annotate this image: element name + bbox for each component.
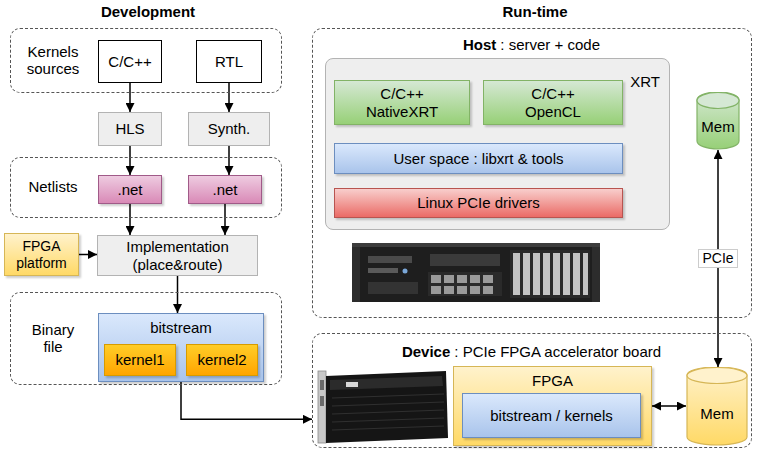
api-box: C/C++ NativeXRT xyxy=(334,80,470,125)
text-holder: Device: PCIe FPGA accelerator board xyxy=(313,341,750,363)
layer-box: Linux PCIe drivers xyxy=(334,188,623,218)
arrow-connector xyxy=(228,83,230,112)
text-holder: kernel2 xyxy=(187,345,257,375)
arrow-connector xyxy=(79,254,97,256)
node-text: bitstream / kernels xyxy=(490,407,613,424)
text-holder: FPGA xyxy=(454,370,651,392)
node-text: Mem xyxy=(701,118,734,135)
node-text: FPGA xyxy=(532,372,573,389)
node-text: kernel1 xyxy=(115,351,164,368)
text-holder: .net xyxy=(189,176,261,203)
node-text: Kernels sources xyxy=(22,43,84,78)
node-text: kernel2 xyxy=(197,351,246,368)
group-frame: Kernels sources C/C++ RTL xyxy=(10,28,282,93)
platform-box: FPGA platform xyxy=(4,233,79,276)
memory-cylinder: Mem xyxy=(696,92,740,150)
kernel-box: kernel2 xyxy=(186,344,258,376)
node-text: Mem xyxy=(700,405,733,422)
arrow-connector xyxy=(129,83,131,112)
text-holder: Implementation (place&route) xyxy=(98,236,257,275)
section-heading: Run-time xyxy=(465,3,605,20)
arrow-connector xyxy=(129,204,131,235)
bitstream-box: bitstream kernel1 kernel2 xyxy=(98,313,264,382)
process-box: Implementation (place&route) xyxy=(97,235,258,276)
tool-box: HLS xyxy=(98,112,162,146)
text-holder: Synth. xyxy=(189,113,269,145)
xrt-panel: XRT C/C++ NativeXRT C/C++ OpenCL User space… xyxy=(325,58,670,230)
source-box: C/C++ xyxy=(98,40,162,83)
text-holder: C/C++ OpenCL xyxy=(484,81,622,124)
arrow-connector xyxy=(181,382,312,419)
kernel-box: kernel1 xyxy=(104,344,176,376)
arrow-connector xyxy=(228,146,230,175)
node-text: .net xyxy=(117,181,142,198)
text-holder: Mem xyxy=(696,104,740,150)
fpga-box: FPGA bitstream / kernels xyxy=(453,366,652,446)
node-text: : PCIe FPGA accelerator board xyxy=(454,343,661,360)
tool-box: Synth. xyxy=(188,112,270,146)
text-holder: kernel1 xyxy=(105,345,175,375)
node-text: Linux PCIe drivers xyxy=(417,194,540,211)
text-holder: Kernels sources xyxy=(15,29,91,91)
text-holder: Linux PCIe drivers xyxy=(335,189,622,217)
text-holder: FPGA platform xyxy=(5,234,78,275)
netlist-box: .net xyxy=(98,175,162,204)
text-holder: Mem xyxy=(686,381,748,446)
node-text: Binary file xyxy=(26,321,81,356)
node-text: FPGA platform xyxy=(5,238,78,270)
text-holder: RTL xyxy=(197,41,261,82)
arrow-connector xyxy=(177,276,179,313)
node-text: C/C++ OpenCL xyxy=(503,85,603,120)
text-holder: bitstream / kernels xyxy=(463,394,640,437)
edge-label: PCIe xyxy=(698,249,737,268)
node-text: XRT xyxy=(630,73,660,90)
bitstream-box: bitstream / kernels xyxy=(462,393,641,438)
text-holder: .net xyxy=(99,176,161,203)
device-frame: Device: PCIe FPGA accelerator boardFPGA b… xyxy=(312,333,752,448)
text-holder: C/C++ NativeXRT xyxy=(335,81,469,124)
node-text: : server + code xyxy=(500,36,600,53)
node-text: C/C++ NativeXRT xyxy=(352,85,452,120)
text-holder: bitstream xyxy=(99,316,263,340)
group-frame: Netlists .net .net xyxy=(10,157,282,218)
node-text: HLS xyxy=(115,120,144,137)
text-holder: Netlists xyxy=(15,158,91,216)
arrow-connector xyxy=(224,204,226,235)
fpga-card-illustration xyxy=(318,371,448,443)
memory-cylinder: Mem xyxy=(686,367,748,446)
text-holder: Host: server + code xyxy=(313,34,750,56)
node-text: C/C++ xyxy=(108,53,151,70)
text-holder: User space : libxrt & tools xyxy=(335,144,622,173)
text-holder: XRT xyxy=(622,71,668,93)
arrow-connector xyxy=(652,405,686,407)
layer-box: User space : libxrt & tools xyxy=(334,143,623,174)
netlist-box: .net xyxy=(188,175,262,204)
node-text: Host xyxy=(463,36,496,53)
node-text: Netlists xyxy=(28,178,77,195)
source-box: RTL xyxy=(196,40,262,83)
node-text: RTL xyxy=(215,53,243,70)
text-holder: Binary file xyxy=(15,293,91,383)
node-text: Device xyxy=(402,343,450,360)
server-illustration xyxy=(352,243,600,302)
group-frame: Binary file bitstream kernel1 kernel2 xyxy=(10,292,282,385)
node-text: Implementation (place&route) xyxy=(108,238,248,273)
node-text: .net xyxy=(212,181,237,198)
node-text: Synth. xyxy=(208,120,251,137)
host-frame: Host: server + codeXRT C/C++ NativeXRT C/C… xyxy=(312,28,752,318)
arrow-connector xyxy=(129,146,131,175)
node-text: bitstream xyxy=(150,319,212,336)
api-box: C/C++ OpenCL xyxy=(483,80,623,125)
text-holder: HLS xyxy=(99,113,161,145)
text-holder: C/C++ xyxy=(99,41,161,82)
section-heading: Development xyxy=(78,3,218,20)
node-text: User space : libxrt & tools xyxy=(393,150,563,167)
